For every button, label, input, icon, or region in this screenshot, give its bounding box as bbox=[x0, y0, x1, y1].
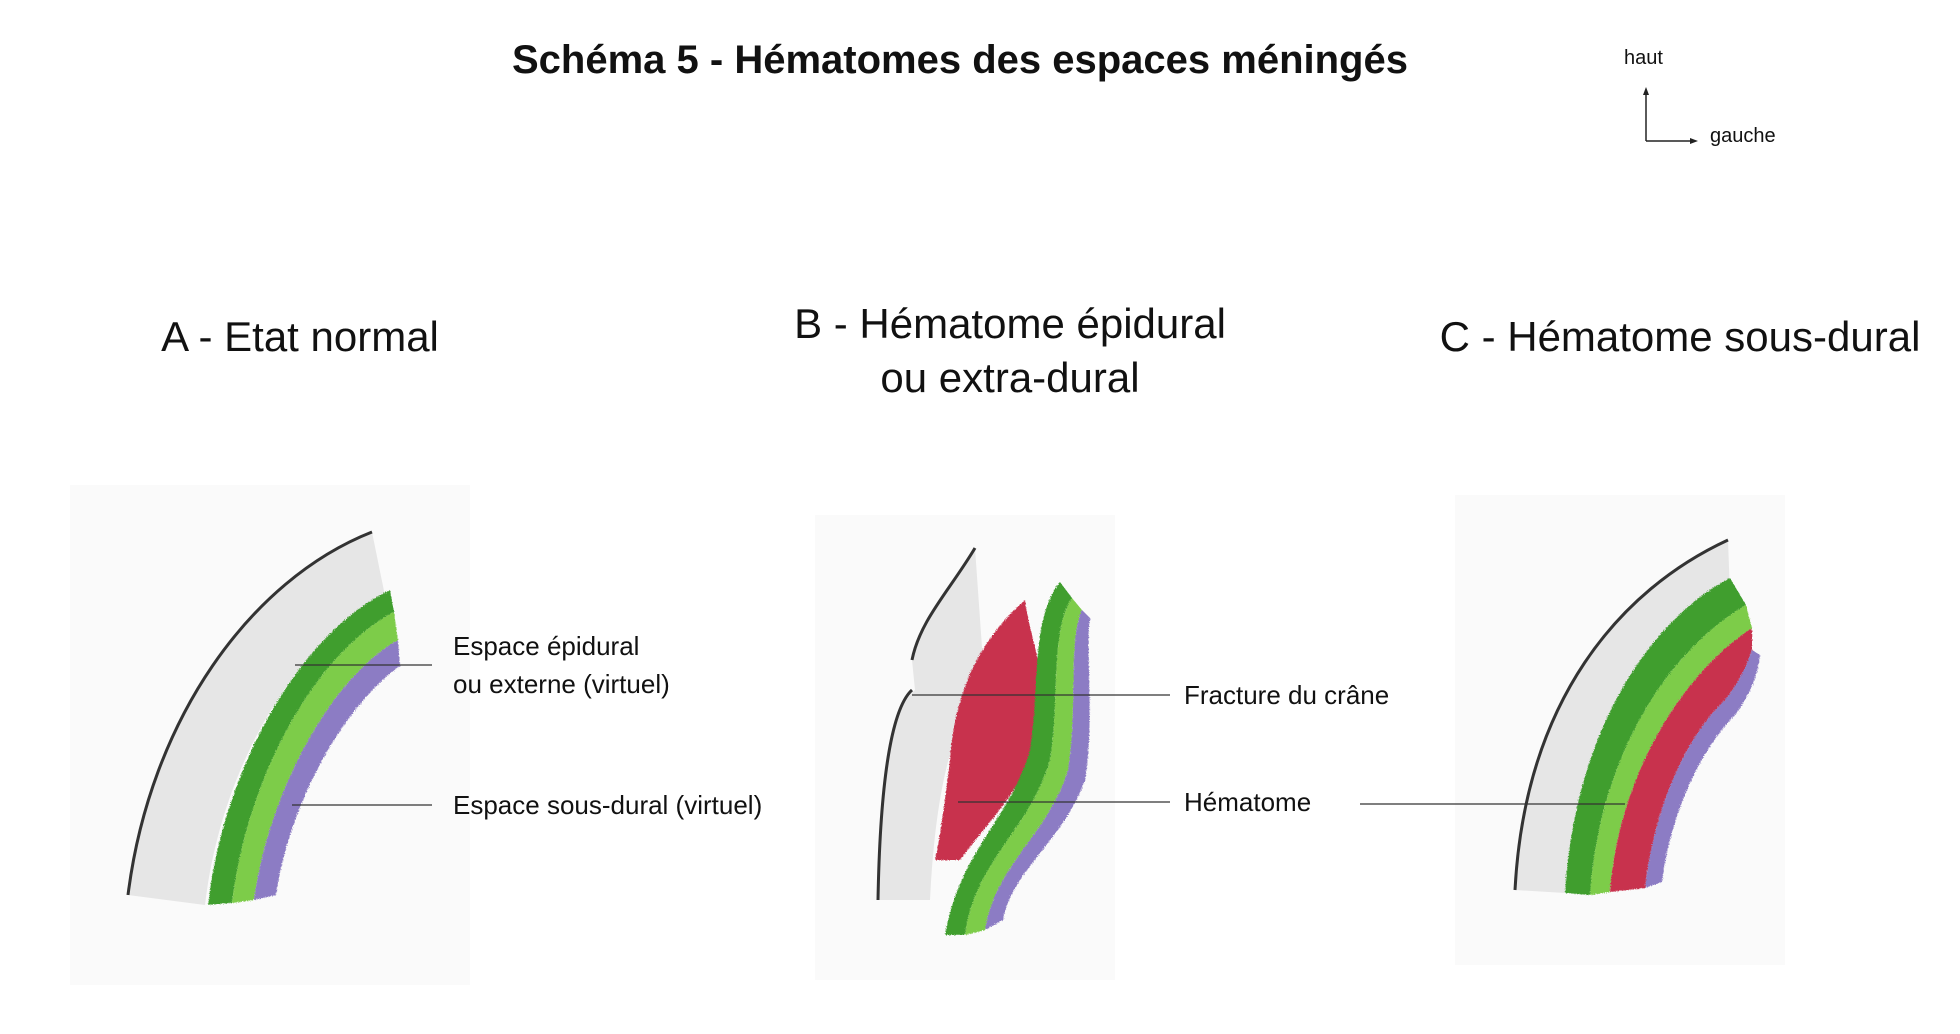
label-hematoma: Hématome bbox=[1184, 787, 1312, 817]
panel-c-hematoma bbox=[1610, 628, 1752, 892]
panel-a-dura bbox=[208, 590, 394, 905]
panel-a-skull-outline bbox=[126, 530, 373, 896]
panel-c-arachnoid bbox=[1590, 605, 1752, 895]
panel-c-dura bbox=[1565, 578, 1746, 895]
orientation-up-label: haut bbox=[1624, 47, 1663, 69]
panel-b-arachnoid bbox=[965, 598, 1082, 935]
panel-b-title-line1: B - Hématome épidural bbox=[794, 300, 1226, 347]
panel-b-pia bbox=[985, 610, 1090, 930]
figure-title: Schéma 5 - Hématomes des espaces méningé… bbox=[512, 38, 1408, 82]
panel-b-title: B - Hématome épidural ou extra-dural bbox=[740, 297, 1280, 405]
panel-b-title-line2: ou extra-dural bbox=[880, 354, 1140, 401]
panel-c-skull-outline bbox=[1513, 538, 1729, 891]
panel-b-skull-outline bbox=[876, 547, 977, 901]
panel-a-arachnoid bbox=[232, 612, 398, 903]
label-subdural-space: Espace sous-dural (virtuel) bbox=[453, 790, 763, 820]
panel-b-dura bbox=[945, 582, 1072, 935]
panel-b-hematoma bbox=[935, 600, 1043, 860]
panel-c-title: C - Hématome sous-dural bbox=[1439, 313, 1921, 360]
panel-c-pia bbox=[1645, 650, 1760, 888]
panel-b-skull bbox=[878, 548, 985, 900]
label-epidural-space: Espace épidural ou externe (virtuel) bbox=[453, 627, 670, 703]
panel-a-skull bbox=[128, 532, 385, 905]
panel-a-pia bbox=[254, 640, 400, 900]
label-skull-fracture: Fracture du crâne bbox=[1184, 680, 1390, 710]
panel-c-drawing bbox=[1360, 495, 1785, 965]
orientation-left-label: gauche bbox=[1710, 125, 1776, 147]
orientation-arrows bbox=[1643, 87, 1698, 144]
orientation-indicator: haut gauche bbox=[1620, 45, 1820, 155]
panel-b-drawing bbox=[815, 515, 1170, 980]
panel-a-title: A - Etat normal bbox=[161, 313, 439, 360]
label-epidural-line2: ou externe (virtuel) bbox=[453, 669, 670, 699]
panel-a-drawing bbox=[70, 485, 470, 985]
label-epidural-line1: Espace épidural bbox=[453, 631, 640, 661]
